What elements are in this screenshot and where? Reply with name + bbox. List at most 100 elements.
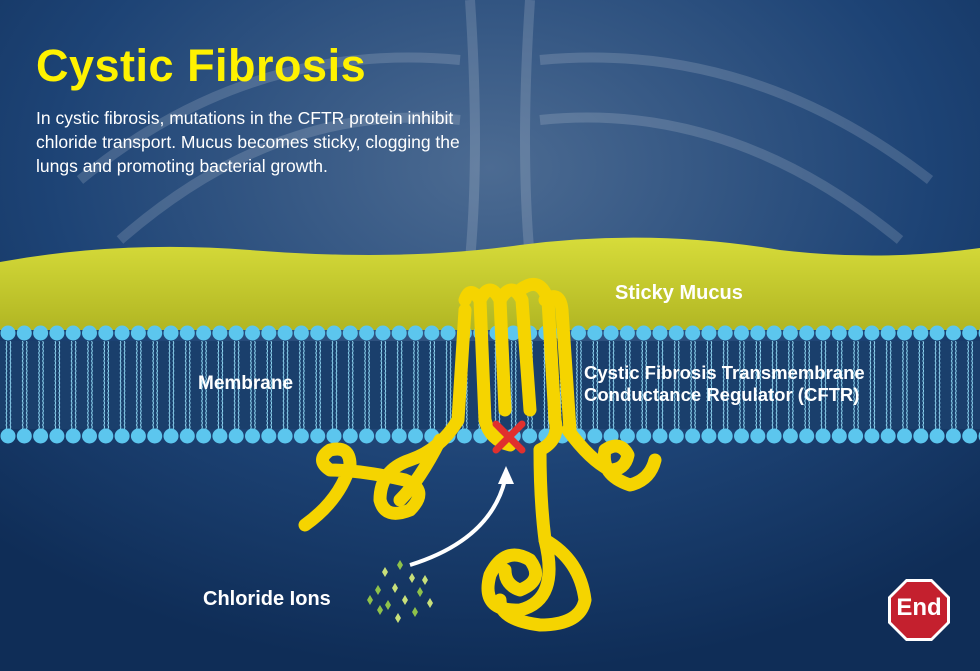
lipid-head [196,325,212,341]
chloride-ion [397,560,403,570]
chloride-ion [382,567,388,577]
lipid-tail [967,340,969,430]
lipid-tail [449,340,452,430]
label-cftr-line1: Cystic Fibrosis Transmembrane [584,362,865,383]
lipid-head [212,428,228,444]
lipid-tail [25,340,28,430]
lipid-tail [579,340,582,430]
lipid-tail [270,340,273,430]
lipid-head [228,325,244,341]
lipid-head [505,325,521,341]
chloride-ion [422,575,428,585]
lipid-tail [331,340,334,430]
lipid-tail [139,340,142,430]
lipid-tail [824,340,827,430]
lipid-tail [918,340,921,430]
lipid-tail [661,340,664,430]
lipid-tail [217,340,220,430]
lipid-tail [315,340,317,430]
lipid-head [799,325,815,341]
end-button-label: End [896,594,942,621]
lipid-head [815,428,831,444]
lipid-tail [755,340,758,430]
lipid-tail [510,340,513,430]
lipid-tail [657,340,660,430]
lipid-head [293,428,309,444]
lipid-head [831,325,847,341]
lipid-head [799,428,815,444]
label-membrane: Membrane [198,373,294,394]
lipid-head [114,428,130,444]
lipid-head [717,325,733,341]
lipid-tail [380,340,383,430]
chloride-ion [367,595,373,605]
lipid-tail [221,340,224,430]
lipid-head [782,428,798,444]
lipid-head [945,428,961,444]
lipid-tail [791,340,794,430]
lipid-tail [123,340,126,430]
lipid-head [750,428,766,444]
lipid-tail [938,340,941,430]
lipid-tail [592,340,595,430]
lipid-tail [152,340,154,430]
lipid-head [945,325,961,341]
lipid-tail [885,340,888,430]
lipid-tail [416,340,419,430]
lipid-head [49,325,65,341]
lipid-tail [74,340,77,430]
chloride-ion [409,573,415,583]
lipid-tail [253,340,256,430]
lipid-head [196,428,212,444]
lipid-head [277,325,293,341]
end-button[interactable]: End [887,578,951,642]
cftr-protein [298,277,662,632]
lipid-head [734,325,749,341]
lipid-head [163,428,179,444]
lipid-tail [673,340,676,430]
lipid-tail [950,340,953,430]
chloride-ion [395,613,401,623]
lipid-head [375,325,391,341]
lipid-head [913,428,929,444]
lipid-tail [351,340,354,430]
lipid-tail [856,340,859,430]
lipid-head [342,325,358,341]
lipid-head [391,428,407,444]
lipid-head [962,325,978,341]
lipid-head [440,325,456,341]
lipid-tail [905,340,908,430]
lipid-tail [433,340,436,430]
lipid-tail [710,340,713,430]
lipid-head [864,325,880,341]
lipid-head [326,428,342,444]
lipid-head [359,325,375,341]
lipid-head [766,325,782,341]
lipid-head [163,325,179,341]
lipid-head [913,325,929,341]
lipid-tail [107,340,110,430]
ribcage-shadow [76,0,934,261]
chloride-ion [385,600,391,610]
lipid-tail [787,340,790,430]
lipid-tail [901,340,904,430]
lipid-head [49,428,65,444]
lipid-head [766,428,782,444]
lipid-head [98,428,114,444]
lipid-tail [596,340,599,430]
ion-path-arrow [409,479,507,567]
lipid-head [456,428,472,444]
lipid-tail [400,340,403,430]
lipid-tail [41,340,44,430]
lipid-tail [363,340,366,430]
lipid-tail [445,340,448,430]
lipid-head [685,325,701,341]
chloride-ion [417,587,423,597]
lipid-tail [396,340,399,430]
lipid-head [880,428,896,444]
lipid-head [652,428,668,444]
lipid-tail [200,340,203,430]
lipid-tail [889,340,892,430]
lipid-head [33,428,49,444]
lipid-head [65,325,81,341]
